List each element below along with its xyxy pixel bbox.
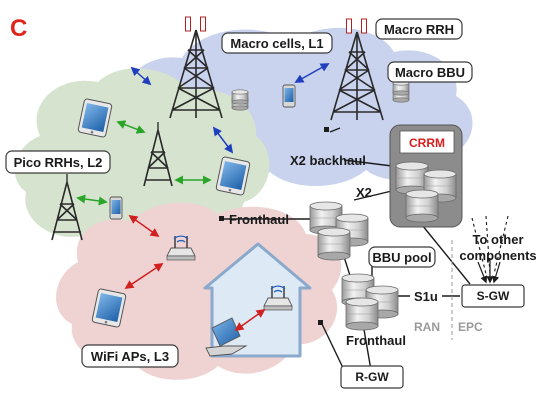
s-gw-label: S-GW (477, 289, 510, 303)
bbu-pool-label: BBU pool (372, 250, 431, 265)
r-gw-label: R-GW (355, 370, 389, 384)
pico-rrhs-label: Pico RRHs, L2 (14, 155, 103, 170)
macro-tower-left (169, 16, 223, 119)
link-blue-3 (212, 126, 234, 154)
macro-bbu-label: Macro BBU (395, 65, 465, 80)
link-blue-1 (130, 66, 152, 86)
macro-cells-box (221, 32, 333, 54)
panel-letter: C (10, 15, 27, 42)
epc-label: EPC (458, 320, 483, 334)
crrm-label: CRRM (409, 136, 445, 150)
link-green-1 (116, 120, 146, 134)
to-other-label-line2: components (459, 248, 536, 263)
to-other-label-line1: To other (472, 232, 523, 247)
link-red-3 (234, 308, 266, 332)
laptop-icon (205, 317, 248, 357)
wifi-aps-label: WiFi APs, L3 (91, 349, 169, 364)
link-blue-2 (294, 63, 330, 83)
fronthaul-bottom-label: Fronthaul (346, 333, 406, 348)
macro-bbu-box (387, 61, 473, 83)
link-red-1 (128, 214, 160, 238)
macro-bbu-stack-left (231, 89, 249, 111)
macro-phone (282, 84, 296, 108)
x2-label: X2 (356, 185, 372, 200)
pico-tower-center (143, 122, 173, 187)
x2-backhaul-label: X2 backhaul (290, 153, 366, 168)
s1u-label: S1u (414, 289, 438, 304)
macro-tower-right (330, 18, 384, 121)
bbu-pool-box (368, 246, 436, 268)
macro-cells-label: Macro cells, L1 (230, 36, 323, 51)
bbu-pool-left (309, 201, 369, 261)
bbu-pool-right (341, 273, 399, 331)
link-green-3 (76, 194, 108, 206)
r-gw-box (340, 365, 404, 389)
fronthaul-left-label: Fronthaul (229, 212, 289, 227)
macro-rrh-box (375, 18, 463, 40)
wifi-aps-box (81, 344, 179, 368)
macro-bbu-stack-right (392, 80, 410, 103)
pico-rrhs-box (5, 150, 111, 174)
s-gw-box (461, 284, 525, 308)
pico-phone (109, 196, 123, 220)
macro-rrh-label: Macro RRH (384, 22, 454, 37)
pico-tower-left (51, 174, 83, 241)
crrm-cluster (389, 124, 463, 228)
link-red-2 (124, 263, 164, 289)
ran-label: RAN (414, 320, 440, 334)
